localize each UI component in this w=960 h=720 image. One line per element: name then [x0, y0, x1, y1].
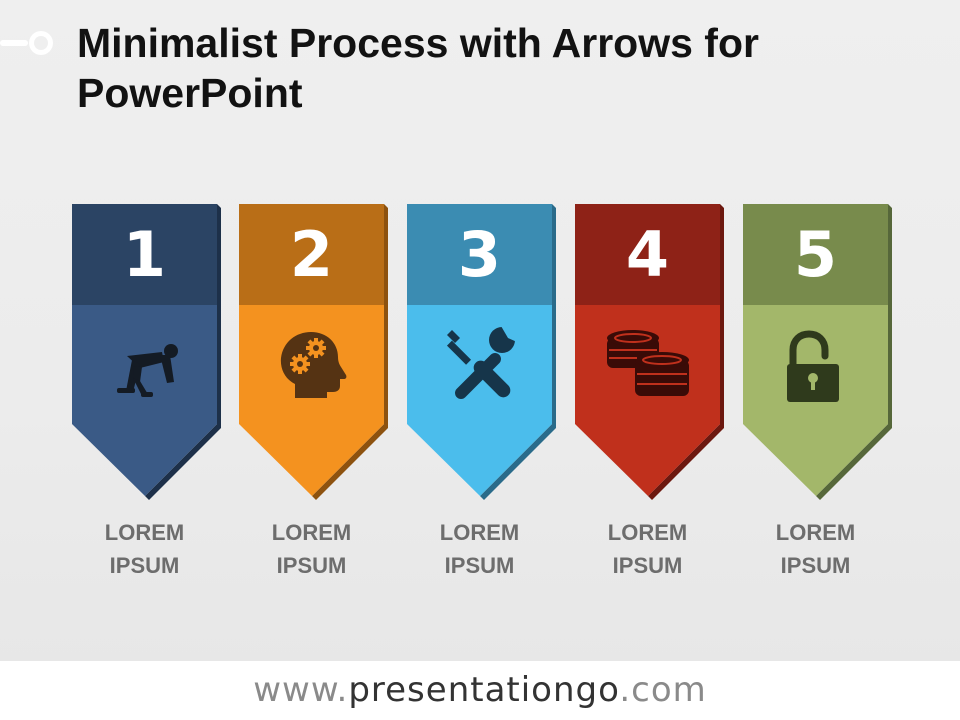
footer-brand: presentationgo [348, 670, 620, 710]
runner-start-icon [117, 344, 178, 397]
step-1-arrow-shape [72, 204, 221, 500]
step-2-label: LOREM IPSUM [271, 520, 352, 578]
step-2-number: 2 [289, 218, 334, 291]
footer-url[interactable]: www.presentationgo.com [0, 661, 960, 720]
step-5-label: LOREM IPSUM [775, 520, 856, 578]
step-5-number: 5 [793, 218, 838, 291]
head-gears-icon [280, 332, 347, 398]
coins-icon [607, 330, 689, 396]
step-2: 2 LOREM IPSUM [239, 204, 389, 584]
step-3-arrow-shape [407, 204, 556, 500]
step-1-number: 1 [122, 218, 167, 291]
footer-prefix: www. [253, 670, 349, 710]
step-4-number: 4 [625, 218, 670, 291]
pin-icon [0, 31, 53, 55]
step-5: 5 LOREM IPSUM [743, 204, 893, 584]
unlocked-padlock-icon [787, 330, 839, 402]
step-3: 3 LOREM IPSUM [407, 204, 557, 584]
step-1-label: LOREM IPSUM [104, 520, 185, 578]
step-4: 4 LOREM IPSUM [575, 204, 725, 584]
process-steps: 1 LOREM IPSUM 2 [72, 204, 893, 584]
step-3-number: 3 [457, 218, 502, 291]
tools-icon [446, 326, 517, 399]
step-4-label: LOREM IPSUM [607, 520, 688, 578]
footer-suffix: .com [619, 670, 707, 710]
step-3-label: LOREM IPSUM [439, 520, 520, 578]
step-1: 1 LOREM IPSUM [72, 204, 222, 584]
page-title: Minimalist Process with Arrows for Power… [77, 20, 759, 116]
step-2-arrow-shape [239, 204, 388, 500]
